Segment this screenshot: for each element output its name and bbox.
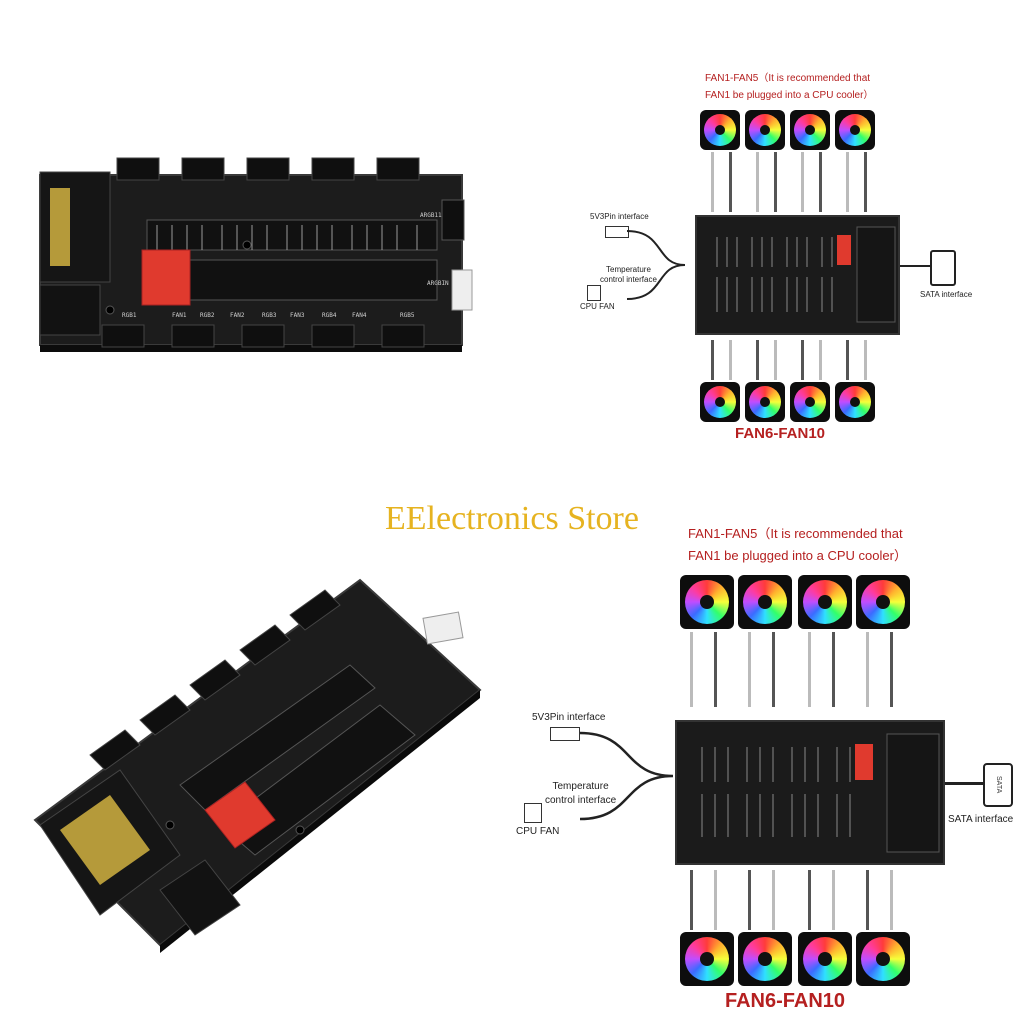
fan-cable xyxy=(864,340,867,380)
silk-argb-out: ARGB11 xyxy=(420,212,442,219)
sata-plug-icon xyxy=(930,250,956,286)
fan-cable xyxy=(774,340,777,380)
fan-icon xyxy=(835,382,875,422)
silk-fan1: FAN1 xyxy=(172,312,187,319)
fan-cable xyxy=(801,152,804,212)
hub-board-svg xyxy=(716,226,896,323)
board-front-svg xyxy=(39,157,473,352)
fan-cable xyxy=(748,632,751,707)
plug-3pin-icon xyxy=(550,727,580,741)
silk-rgb4: RGB4 xyxy=(322,312,337,319)
silk-rgb5: RGB5 xyxy=(400,312,415,319)
fan-cable xyxy=(808,870,811,930)
temp-control-label: Temperature control interface xyxy=(600,265,657,285)
fan-icon xyxy=(790,382,830,422)
fan-icon xyxy=(798,932,852,986)
store-watermark: EElectronics Store xyxy=(385,500,639,537)
hub-board xyxy=(675,720,945,865)
fan-icon xyxy=(745,110,785,150)
fan-icon xyxy=(700,110,740,150)
note-line-1: FAN1-FAN5（It is recommended that xyxy=(688,526,903,541)
diagram-note: FAN1-FAN5（It is recommended that FAN1 be… xyxy=(705,70,965,104)
fan-cable xyxy=(690,632,693,707)
temp-line-1: Temperature xyxy=(552,781,609,792)
fan-cable xyxy=(711,152,714,212)
diagram-note: FAN1-FAN5（It is recommended that FAN1 be… xyxy=(688,523,1008,567)
fan-cable xyxy=(774,152,777,212)
fan-cable xyxy=(808,632,811,707)
fan-icon xyxy=(790,110,830,150)
pin-interface-label: 5V3Pin interface xyxy=(590,212,649,221)
fan-cable xyxy=(819,152,822,212)
fan-cable xyxy=(756,152,759,212)
fan-cable xyxy=(714,632,717,707)
sata-interface-label: SATA interface xyxy=(948,814,1014,825)
sata-plug-icon: SATA xyxy=(983,763,1013,807)
fan-icon xyxy=(738,575,792,629)
fan-cable xyxy=(714,870,717,930)
temp-line-2: control interface xyxy=(600,275,657,284)
fan-icon xyxy=(738,932,792,986)
fan-icon xyxy=(680,575,734,629)
cpu-fan-label: CPU FAN xyxy=(580,302,615,311)
fan-icon xyxy=(680,932,734,986)
board-photo-angled xyxy=(30,570,490,970)
fan-cable xyxy=(866,870,869,930)
fan-cable xyxy=(772,870,775,930)
fan-cable xyxy=(819,340,822,380)
note-line-1: FAN1-FAN5（It is recommended that xyxy=(705,73,871,84)
board-angled-svg xyxy=(33,578,482,953)
fan-icon xyxy=(745,382,785,422)
fan-cable xyxy=(890,870,893,930)
hub-board-svg xyxy=(701,733,940,853)
fan6-fan10-title: FAN6-FAN10 xyxy=(725,990,846,1012)
temp-control-label: Temperature control interface xyxy=(545,780,616,808)
note-line-2: FAN1 be plugged into a CPU cooler） xyxy=(688,548,907,563)
silk-argb-in: ARGBIN xyxy=(427,280,449,287)
fan-cable xyxy=(690,870,693,930)
cpu-fan-label: CPU FAN xyxy=(516,826,560,837)
silk-rgb3: RGB3 xyxy=(262,312,277,319)
sata-cable xyxy=(945,782,985,785)
fan-icon xyxy=(835,110,875,150)
note-line-2: FAN1 be plugged into a CPU cooler） xyxy=(705,90,874,101)
cable-curve xyxy=(626,230,686,300)
fan-icon xyxy=(700,382,740,422)
fan-cable xyxy=(801,340,804,380)
hub-board xyxy=(695,215,900,335)
fan-cable xyxy=(772,632,775,707)
fan-cable xyxy=(866,632,869,707)
cpu-fan-icon xyxy=(587,285,601,301)
pin-interface-label: 5V3Pin interface xyxy=(532,712,606,723)
fan-cable xyxy=(729,340,732,380)
fan-cable xyxy=(846,152,849,212)
silk-fan4: FAN4 xyxy=(352,312,367,319)
cpu-fan-icon xyxy=(524,803,542,823)
fan-cable xyxy=(832,870,835,930)
fan-cable xyxy=(748,870,751,930)
fan-cable xyxy=(729,152,732,212)
fan-icon xyxy=(856,932,910,986)
fan6-fan10-title: FAN6-FAN10 xyxy=(735,425,826,442)
silk-fan2: FAN2 xyxy=(230,312,245,319)
temp-line-1: Temperature xyxy=(606,265,651,274)
fan-icon xyxy=(798,575,852,629)
cable-curve xyxy=(579,731,674,821)
fan-cable xyxy=(832,632,835,707)
board-photo-front: RGB1 FAN1 RGB2 FAN2 RGB3 FAN3 RGB4 FAN4 … xyxy=(22,140,482,360)
silk-rgb2: RGB2 xyxy=(200,312,215,319)
fan-icon xyxy=(856,575,910,629)
silk-rgb1: RGB1 xyxy=(122,312,137,319)
fan-cable xyxy=(756,340,759,380)
sata-cable xyxy=(900,265,930,267)
silk-fan3: FAN3 xyxy=(290,312,305,319)
fan-cable xyxy=(846,340,849,380)
temp-line-2: control interface xyxy=(545,795,617,806)
fan-cable xyxy=(890,632,893,707)
wiring-diagram-small: FAN1-FAN5（It is recommended that FAN1 be… xyxy=(575,60,975,450)
fan-cable xyxy=(711,340,714,380)
sata-interface-label: SATA interface xyxy=(920,290,973,299)
fan-cable xyxy=(864,152,867,212)
wiring-diagram-large: FAN1-FAN5（It is recommended that FAN1 be… xyxy=(510,520,1024,1024)
